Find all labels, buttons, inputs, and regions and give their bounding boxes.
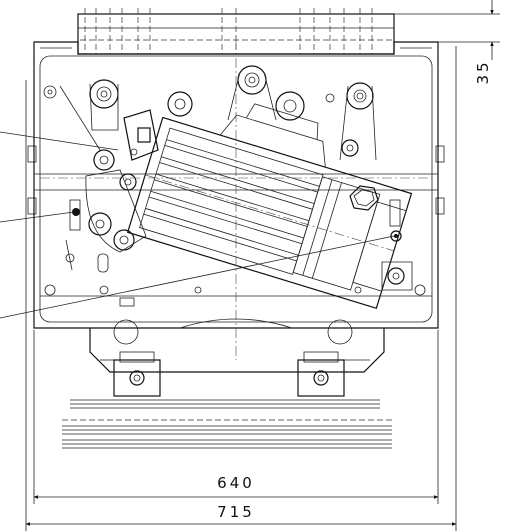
motor-body [72,103,413,310]
leader-lines [0,131,395,319]
dimension-715-label: 715 [217,503,255,521]
dimension-35-label: 35 [474,59,492,84]
center-lines [40,40,432,360]
base-assembly [89,297,385,397]
fins [62,399,392,449]
dimension-640-label: 640 [217,474,255,492]
main-frame [27,41,445,329]
pulleys [59,65,377,161]
extension-lines [25,0,500,531]
left-bracket [65,109,159,273]
